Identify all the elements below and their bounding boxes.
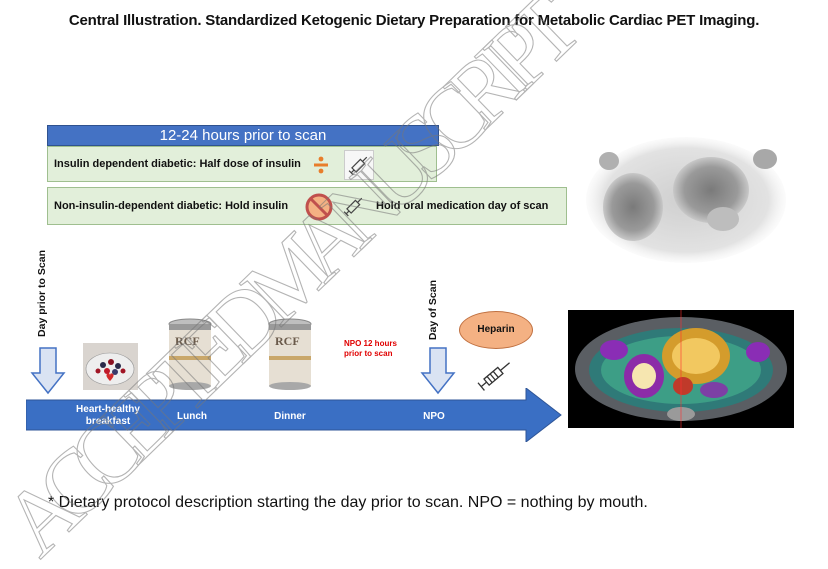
- dinner-label: Dinner: [274, 411, 306, 422]
- breakfast-label-line1: Heart-healthy: [76, 404, 140, 415]
- day-of-label-box: Day of Scan: [427, 280, 447, 346]
- insulin-dependent-box: Insulin dependent diabetic: Half dose of…: [47, 146, 437, 182]
- lunch-can-label: RCF: [175, 334, 200, 348]
- non-insulin-dependent-text: Non-insulin-dependent diabetic: Hold ins…: [54, 200, 289, 212]
- prohibited-icon: [305, 193, 333, 221]
- day-of-label: Day of Scan: [427, 280, 439, 341]
- breakfast-label: Heart-healthy breakfast: [66, 404, 150, 428]
- npo-note: NPO 12 hours prior to scan: [344, 339, 397, 359]
- figure-title: Central Illustration. Standardized Ketog…: [68, 12, 760, 29]
- syringe-icon: [348, 156, 368, 176]
- down-arrow-day-prior: [30, 347, 66, 395]
- dinner-can-image: RCF: [268, 318, 312, 390]
- pet-ct-color-image: [568, 310, 794, 428]
- timeline-arrow: [26, 388, 562, 442]
- dinner-can-label: RCF: [275, 334, 300, 348]
- heparin-label: Heparin: [459, 311, 533, 349]
- lunch-label: Lunch: [177, 411, 207, 422]
- breakfast-label-line2: breakfast: [85, 416, 131, 427]
- npo-label: NPO: [423, 411, 445, 422]
- heparin-syringe-icon: [477, 362, 510, 391]
- insulin-dependent-text: Insulin dependent diabetic: Half dose of…: [54, 158, 301, 170]
- breakfast-photo: [83, 343, 138, 390]
- syringe-icon-box: [344, 150, 374, 180]
- lunch-can-image: RCF: [168, 318, 212, 390]
- hold-oral-medication-text: Hold oral medication day of scan: [376, 200, 549, 212]
- footnote: * Dietary protocol description starting …: [48, 494, 648, 511]
- npo-note-line2: prior to scan: [344, 349, 393, 358]
- down-arrow-day-of: [420, 347, 456, 395]
- non-insulin-dependent-box: Non-insulin-dependent diabetic: Hold ins…: [47, 187, 567, 225]
- day-prior-label-box: Day prior to Scan: [36, 250, 56, 345]
- syringe-icon: [343, 197, 363, 217]
- npo-note-line1: NPO 12 hours: [344, 339, 397, 348]
- half-symbol-icon: [314, 156, 328, 174]
- day-prior-label: Day prior to Scan: [36, 250, 48, 337]
- timing-header: 12-24 hours prior to scan: [47, 125, 439, 146]
- watermark-text: ACCEPTED MANUSCRIPT: [0, 0, 601, 569]
- pet-grayscale-image: [586, 137, 786, 263]
